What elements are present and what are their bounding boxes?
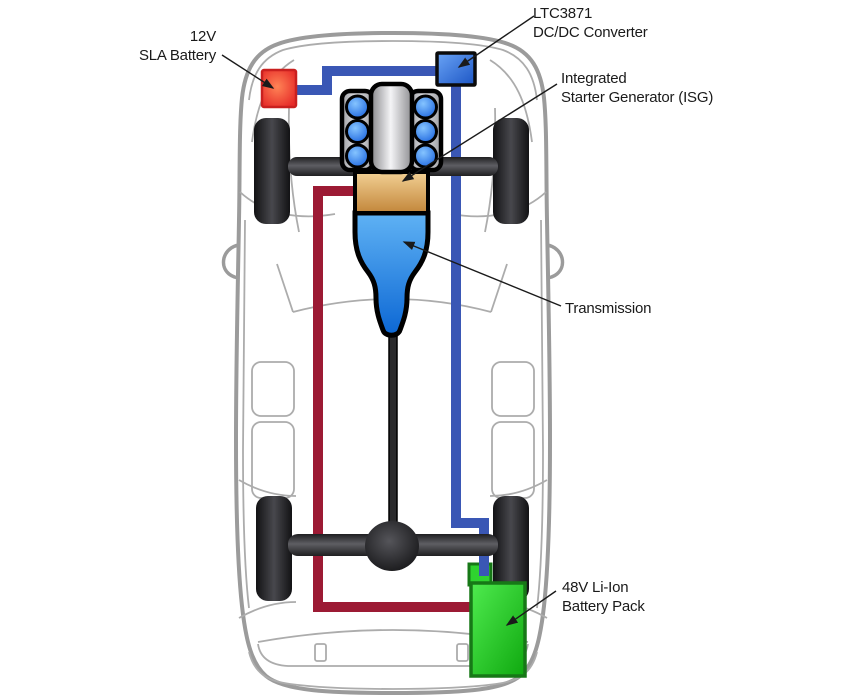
engine-center-block — [368, 81, 415, 175]
front-right-wheel — [493, 118, 529, 224]
label-line: 48V Li-Ion — [562, 579, 629, 596]
sla-battery-12v — [260, 68, 298, 109]
front-bumper-trim — [248, 40, 538, 101]
label-line: SLA Battery — [138, 47, 216, 64]
label-line: Integrated — [561, 70, 627, 87]
leader-48v-battery — [505, 590, 557, 626]
callout-leaders — [221, 15, 562, 626]
label-48v-liion-battery-pack: 48V Li-Ion Battery Pack — [562, 578, 645, 616]
cylinder — [413, 119, 438, 144]
left-rear-arch-bottom — [238, 601, 297, 619]
label-12v-sla-battery: 12V SLA Battery — [126, 27, 216, 65]
liion-battery-48v — [469, 581, 527, 678]
rear-right-wheel — [493, 496, 529, 601]
label-line: LTC3871 — [533, 5, 593, 22]
engine — [339, 81, 444, 175]
label-ltc3871-dcdc-converter: LTC3871 DC/DC Converter — [533, 4, 648, 42]
right-front-window — [491, 361, 535, 417]
cylinder — [345, 119, 370, 144]
left-trunk-hinge — [314, 643, 327, 662]
front-left-wheel — [254, 118, 290, 224]
dcdc-converter-ltc3871 — [435, 51, 477, 87]
right-a-pillar — [490, 263, 508, 313]
leader-transmission — [402, 241, 562, 307]
left-side-trim — [242, 219, 250, 609]
leader-isg — [401, 83, 558, 182]
wheels — [254, 118, 529, 601]
cylinder — [413, 94, 438, 120]
cylinder — [413, 143, 438, 169]
left-front-window — [251, 361, 295, 417]
wire-isg-to-48v-battery — [313, 186, 478, 612]
components — [260, 51, 527, 678]
right-side-trim — [536, 219, 544, 609]
right-rear-arch-top — [489, 479, 548, 497]
rear-bumper-trim — [248, 651, 538, 690]
leader-12v-battery — [221, 54, 275, 89]
label-line: Battery Pack — [562, 598, 645, 615]
leader-dcdc-converter — [457, 15, 535, 68]
right-trunk-hinge — [456, 643, 469, 662]
label-line: Starter Generator (ISG) — [561, 89, 714, 106]
isg-unit — [353, 170, 430, 215]
wire-terminal-stub — [479, 560, 489, 576]
rear-left-wheel — [256, 496, 292, 601]
right-cowl-line — [489, 59, 533, 143]
wire-12v-to-converter — [290, 66, 438, 95]
driveshaft — [388, 331, 398, 547]
cylinder — [345, 143, 370, 169]
label-integrated-starter-generator: Integrated Starter Generator (ISG) — [561, 69, 713, 107]
label-line: 12V — [189, 28, 216, 45]
left-a-pillar — [276, 263, 294, 313]
left-rear-arch-top — [238, 479, 297, 497]
differential — [365, 521, 419, 571]
label-line: DC/DC Converter — [533, 24, 648, 41]
label-line: Transmission — [565, 300, 652, 317]
label-transmission: Transmission — [565, 299, 651, 318]
cylinder — [345, 94, 370, 120]
